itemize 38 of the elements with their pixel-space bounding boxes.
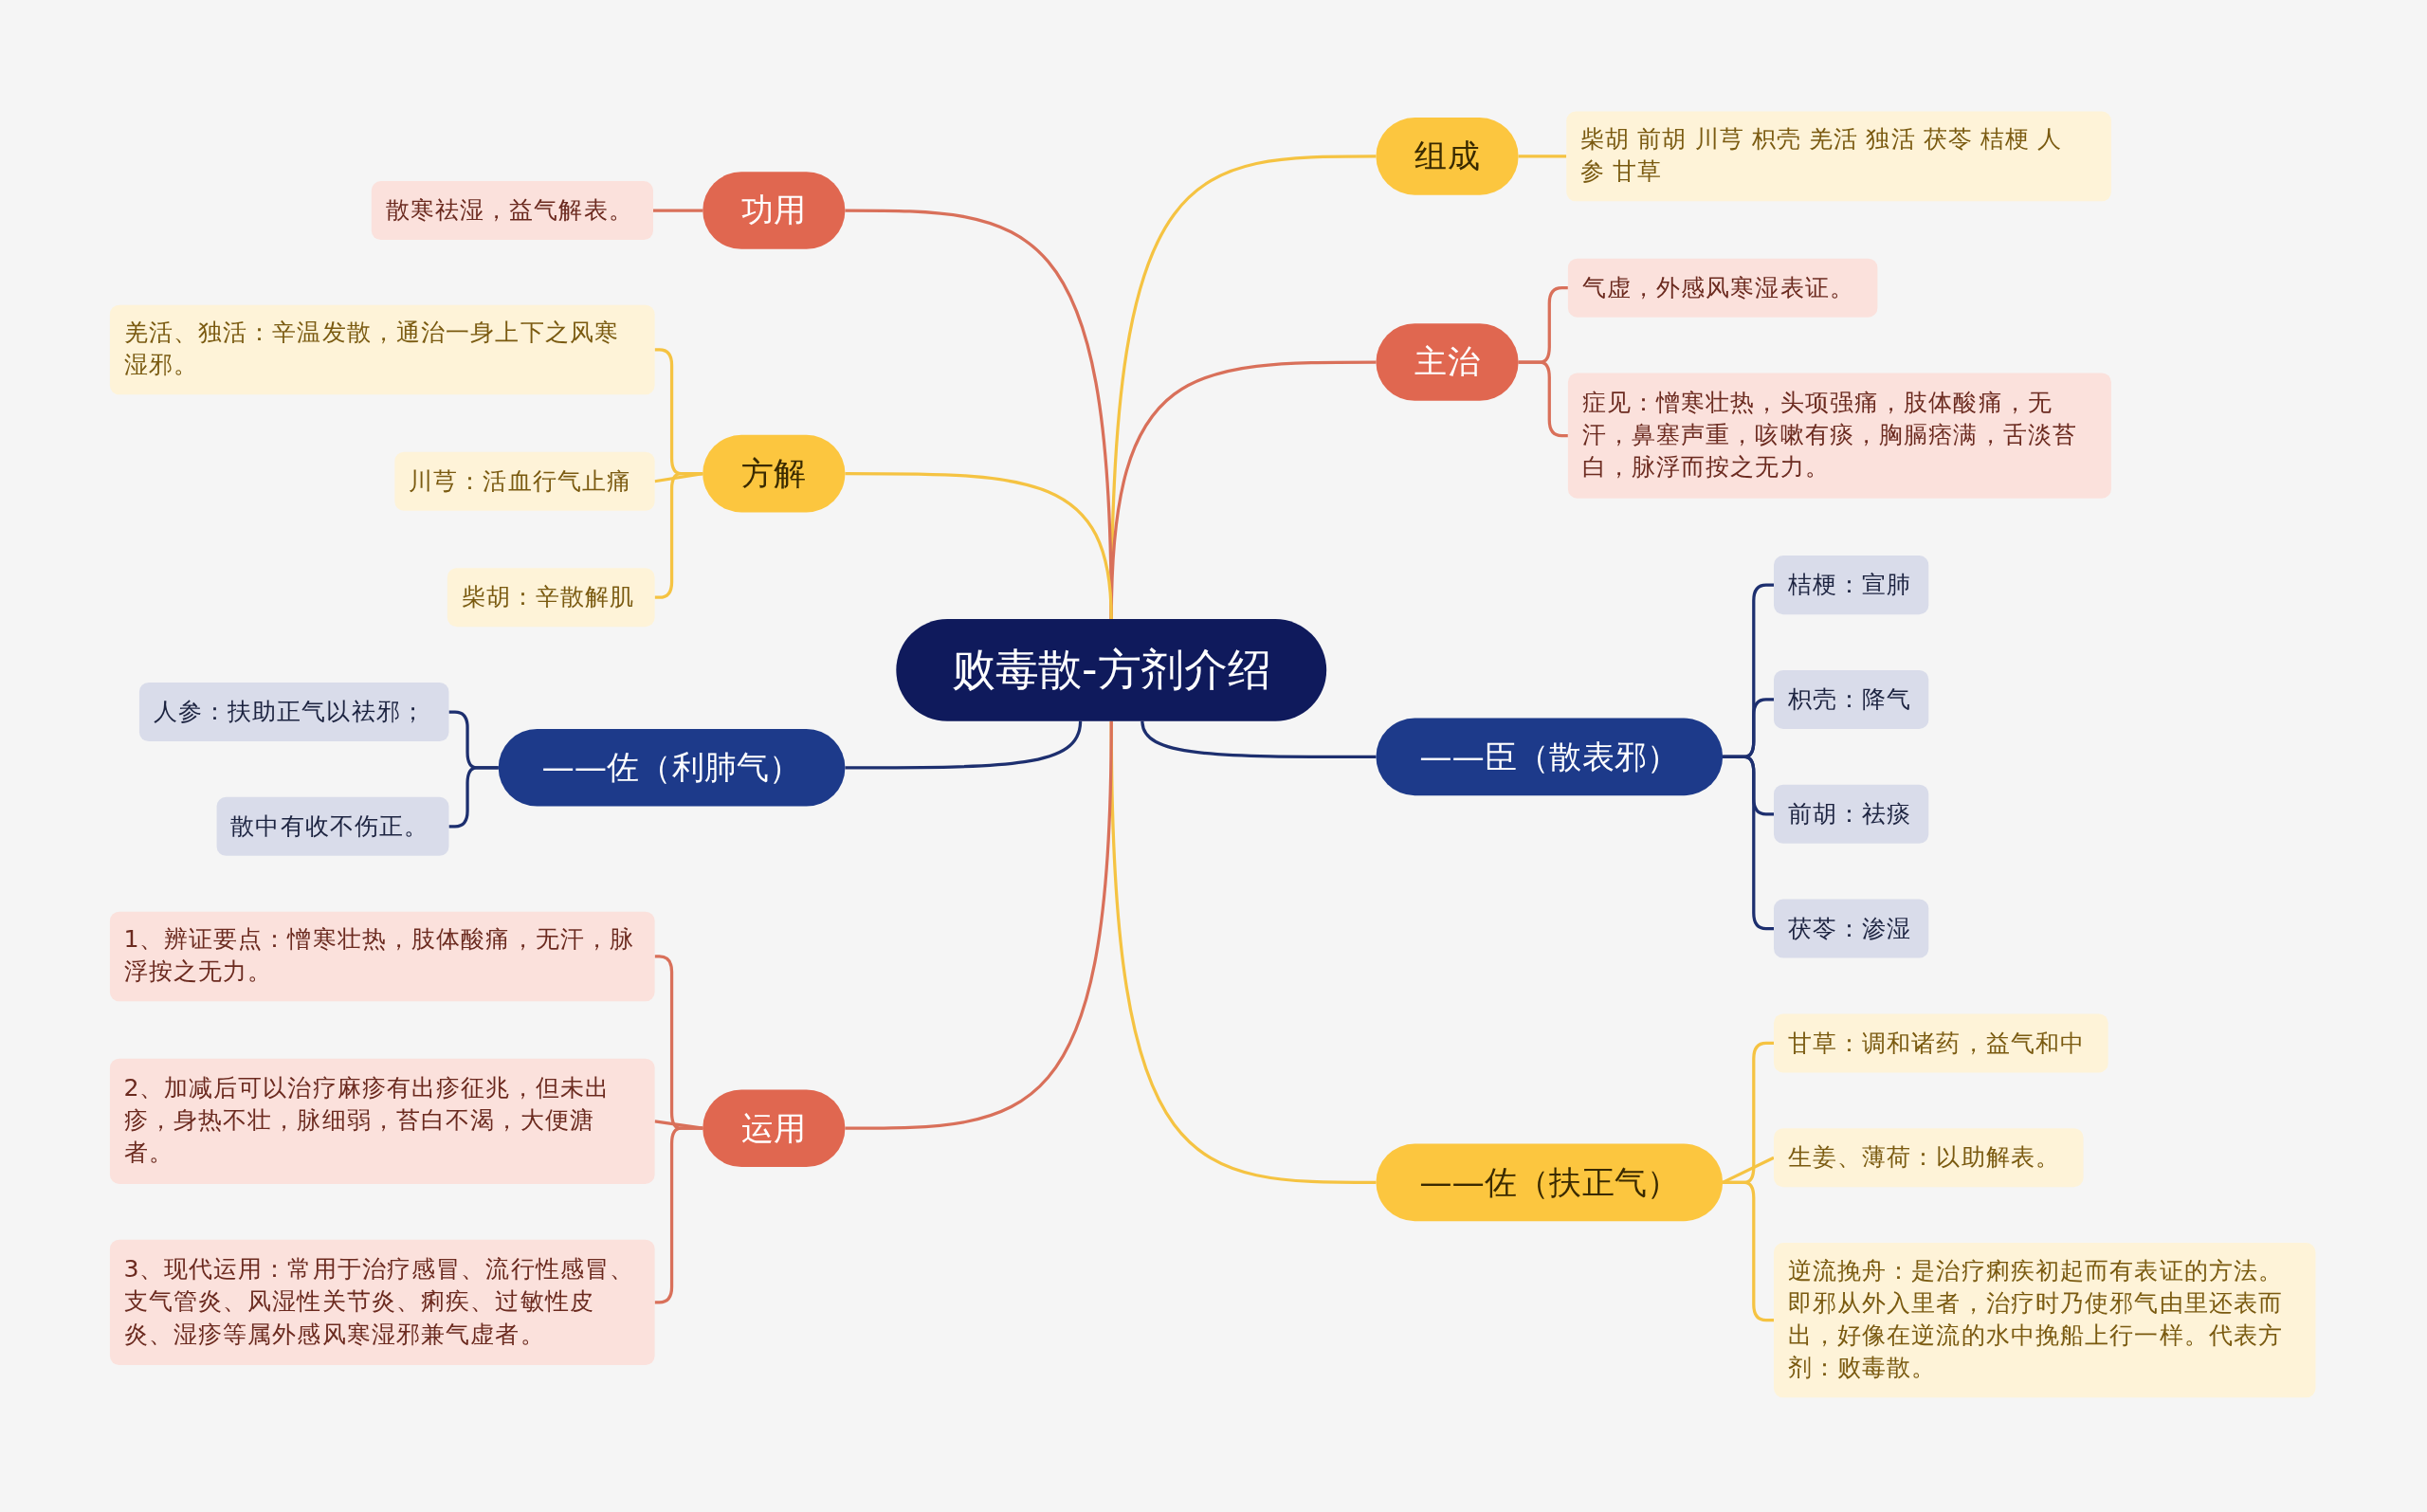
note-box: 逆流挽舟：是治疗痢疾初起而有表证的方法。即邪从外入里者，治疗时乃使邪气由里还表而出，好像在逆流的水中挽船上行一样。代表方剂：败毒散。 — [1774, 1243, 2316, 1398]
note-box: 川芎：活血行气止痛 — [394, 451, 655, 511]
topic-box: 运用 — [703, 1089, 846, 1167]
note-box: 羌活、独活：辛温发散，通治一身上下之风寒湿邪。 — [109, 304, 655, 395]
connector — [1518, 155, 1567, 158]
note-box: 气虚，外感风寒湿表证。 — [1567, 258, 1878, 318]
note-box: 1、辨证要点：憎寒壮热，肢体酸痛，无汗，脉浮按之无力。 — [109, 911, 655, 1002]
note-box: 人参：扶助正气以祛邪； — [138, 683, 449, 742]
connector — [654, 1120, 703, 1130]
note-box: 茯苓：渗湿 — [1774, 899, 1929, 958]
note-box: 枳壳：降气 — [1774, 669, 1929, 729]
central-topic: 败毒散-方剂介绍 — [896, 619, 1327, 721]
topic-box: ——佐（利肺气） — [498, 729, 846, 807]
note-box: 2、加减后可以治疗麻疹有出疹征兆，但未出疹，身热不壮，脉细弱，苔白不渴，大便溏者。 — [109, 1058, 655, 1184]
topic-box: 组成 — [1376, 118, 1519, 195]
topic-box: ——佐（扶正气） — [1376, 1143, 1724, 1222]
topic-box: 功用 — [703, 172, 846, 249]
topic-box: 方解 — [703, 434, 846, 513]
note-box: 柴胡 前胡 川芎 枳壳 羌活 独活 茯苓 桔梗 人参 甘草 — [1566, 111, 2111, 202]
connector — [1722, 1156, 1775, 1184]
connector — [1723, 755, 1774, 931]
connector — [845, 471, 1113, 620]
connector — [1518, 360, 1568, 438]
note-box: 甘草：调和诸药，益气和中 — [1774, 1013, 2108, 1073]
note-box: 前胡：祛痰 — [1774, 784, 1929, 844]
note-box: 柴胡：辛散解肌 — [447, 568, 655, 628]
connector — [1141, 720, 1377, 758]
topic-box: 主治 — [1376, 323, 1519, 401]
topic-box: ——臣（散表邪） — [1376, 718, 1724, 796]
note-box: 桔梗：宣肺 — [1774, 556, 1929, 615]
note-box: 3、现代运用：常用于治疗感冒、流行性感冒、支气管炎、风湿性关节炎、痢疾、过敏性皮炎、湿疹等属外感风寒湿邪兼气虚者。 — [109, 1239, 655, 1365]
note-box: 散中有收不伤正。 — [216, 796, 449, 856]
connector — [845, 720, 1113, 1130]
note-box: 生姜、薄荷：以助解表。 — [1774, 1128, 2084, 1188]
note-box: 散寒祛湿，益气解表。 — [371, 181, 653, 241]
connector — [653, 209, 703, 212]
note-box: 症见：憎寒壮热，头项强痛，肢体酸痛，无汗，鼻塞声重，咳嗽有痰，胸膈痞满，舌淡苔白，脉浮而按之无力。 — [1567, 373, 2111, 499]
connector — [845, 720, 1083, 770]
